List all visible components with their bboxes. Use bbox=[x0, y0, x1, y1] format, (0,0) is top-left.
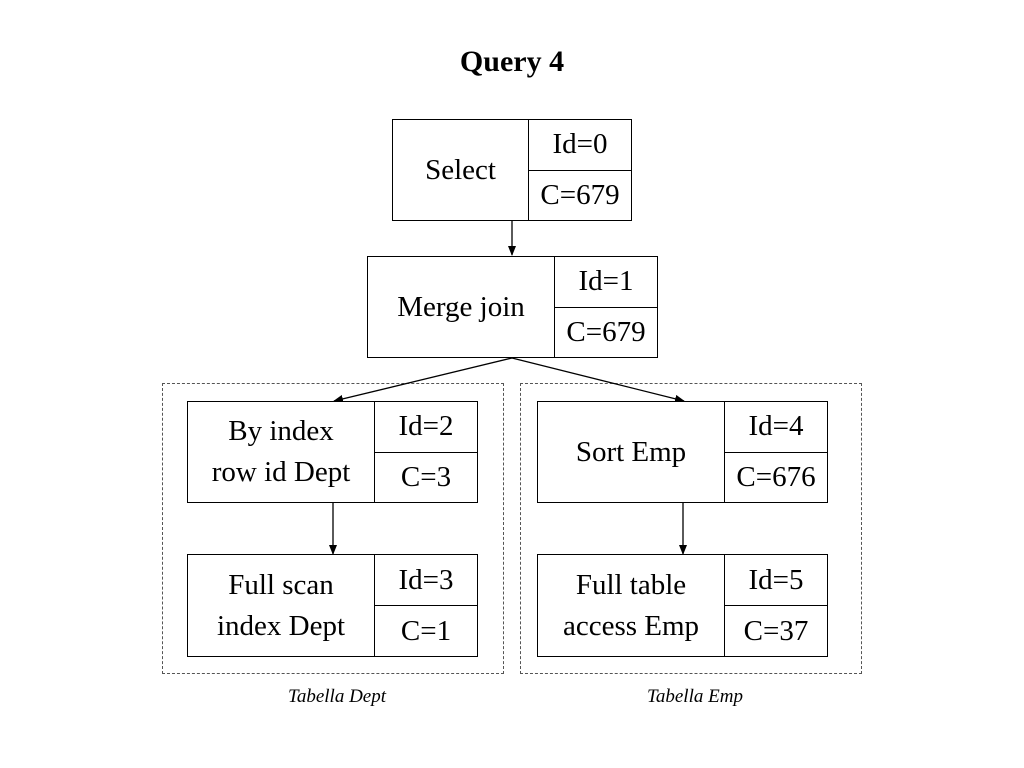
node-label: Sort Emp bbox=[575, 435, 687, 468]
node-label: Merge join bbox=[397, 290, 525, 323]
group-caption-emp: Tabella Emp bbox=[647, 686, 743, 707]
node-id: Id=4 bbox=[748, 410, 804, 443]
node-sort-emp: Sort Emp Id=4 C=676 bbox=[537, 401, 828, 503]
node-cost: C=37 bbox=[725, 605, 827, 656]
node-label: By index row id Dept bbox=[211, 415, 351, 488]
node-id: Id=0 bbox=[552, 128, 608, 161]
node-label: Select bbox=[425, 153, 496, 186]
node-id: Id=3 bbox=[398, 563, 454, 596]
node-cost: C=3 bbox=[375, 451, 477, 503]
node-label: Full table access Emp bbox=[562, 568, 700, 642]
group-tabella-dept bbox=[162, 383, 504, 674]
node-meta: Id=4 C=676 bbox=[724, 402, 827, 502]
group-caption-dept: Tabella Dept bbox=[288, 686, 386, 707]
node-full-scan-index-dept: Full scan index Dept Id=3 C=1 bbox=[187, 554, 478, 657]
edge-merge-join-to-sort-emp bbox=[511, 357, 685, 403]
node-full-table-access-emp: Full table access Emp Id=5 C=37 bbox=[537, 554, 828, 657]
node-meta: Id=2 C=3 bbox=[374, 402, 477, 502]
node-id: Id=2 bbox=[398, 410, 454, 443]
node-meta: Id=1 C=679 bbox=[554, 257, 657, 357]
node-by-index-row-id-dept: By index row id Dept Id=2 C=3 bbox=[187, 401, 478, 503]
node-meta: Id=0 C=679 bbox=[528, 120, 631, 220]
node-id: Id=5 bbox=[748, 563, 804, 596]
node-meta: Id=3 C=1 bbox=[374, 555, 477, 656]
node-cost: C=1 bbox=[375, 605, 477, 656]
node-cost: C=679 bbox=[529, 169, 631, 221]
node-select: Select Id=0 C=679 bbox=[392, 119, 632, 221]
node-cost: C=676 bbox=[725, 451, 827, 503]
node-meta: Id=5 C=37 bbox=[724, 555, 827, 656]
edge-merge-join-to-by-index bbox=[333, 357, 513, 403]
node-cost: C=679 bbox=[555, 306, 657, 358]
group-tabella-emp bbox=[520, 383, 862, 674]
node-merge-join: Merge join Id=1 C=679 bbox=[367, 256, 658, 358]
node-label: Full scan index Dept bbox=[216, 568, 346, 642]
diagram-title: Query 4 bbox=[459, 45, 565, 78]
node-id: Id=1 bbox=[578, 265, 634, 298]
